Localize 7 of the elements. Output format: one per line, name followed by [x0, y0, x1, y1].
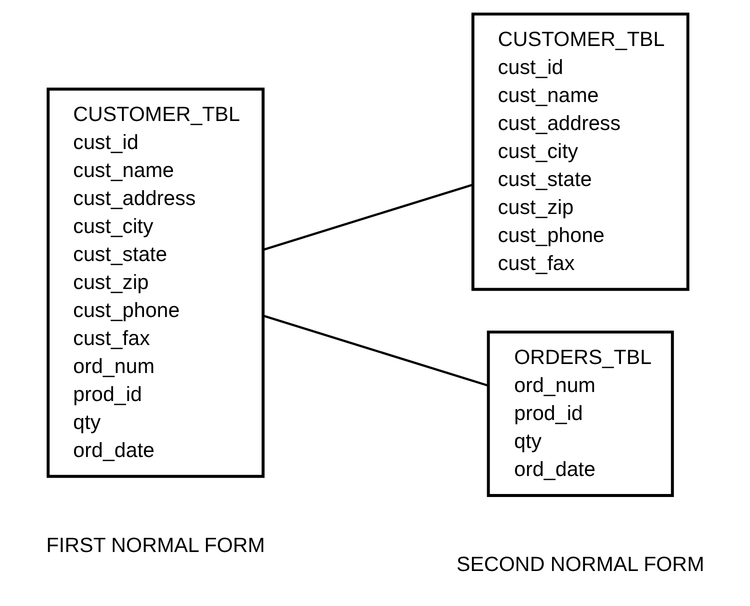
connector — [263, 314, 489, 387]
node-box: ORDERS_TBL ord_num prod_id qty ord_date — [486, 330, 674, 497]
connector — [263, 184, 473, 251]
node-box: CUSTOMER_TBL cust_id cust_name cust_address cust_city cust_state cust_zip cust_phone cust_fax — [471, 12, 690, 291]
label: SECOND NORMAL FORM — [456, 552, 704, 576]
node-box: CUSTOMER_TBL cust_id cust_name cust_address cust_city cust_state cust_zip cust_phone cust_fax ord_num prod_id qty ord_date — [46, 88, 265, 478]
label: FIRST NORMAL FORM — [46, 534, 265, 557]
